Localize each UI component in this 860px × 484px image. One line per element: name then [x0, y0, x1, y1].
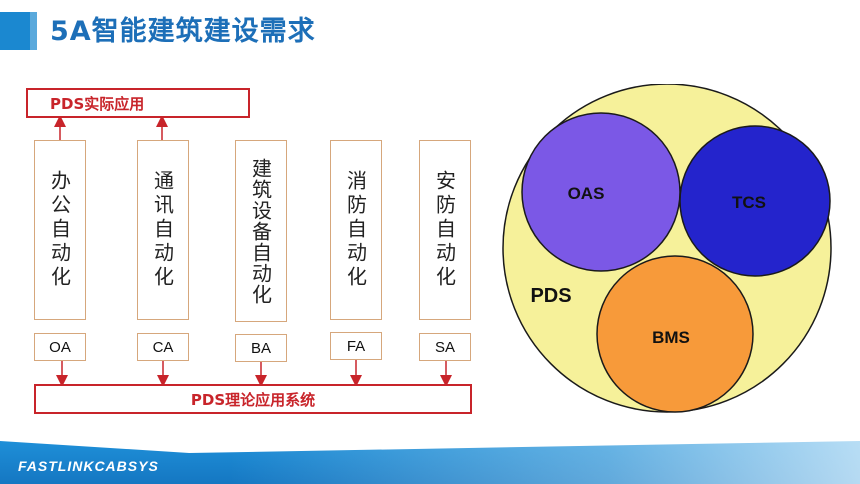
pds-theory-system-label: PDS理论应用系统	[190, 390, 316, 409]
pds-actual-application-label: PDS实际应用	[50, 94, 145, 113]
title-accent-bar	[0, 12, 40, 50]
system-name: 安防自动化	[432, 170, 457, 290]
system-box-building-equipment-automation: 建筑设备自动化	[235, 140, 287, 322]
pds-venn-diagram: OAS TCS PDS BMS	[502, 84, 832, 413]
system-box-security-automation: 安防自动化	[419, 140, 471, 320]
footer-brand: FASTLINKCABSYS	[18, 458, 159, 474]
abbr-box-oa: OA	[34, 333, 86, 361]
system-name: 通讯自动化	[150, 170, 175, 290]
pds-label: PDS	[530, 285, 571, 307]
abbr-label: SA	[434, 338, 455, 356]
system-box-office-automation: 办公自动化	[34, 140, 86, 320]
tcs-circle	[679, 125, 831, 277]
abbr-box-ba: BA	[235, 334, 287, 362]
tcs-label: TCS	[732, 193, 766, 212]
bms-circle	[596, 255, 754, 413]
abbr-label: OA	[49, 338, 71, 356]
pds-actual-application-box: PDS实际应用	[26, 88, 250, 118]
connector-arrows	[54, 115, 452, 387]
abbr-box-ca: CA	[137, 333, 189, 361]
system-box-fire-automation: 消防自动化	[330, 140, 382, 320]
abbr-box-sa: SA	[419, 333, 471, 361]
pds-theory-system-box: PDS理论应用系统	[34, 384, 472, 414]
bms-label: BMS	[652, 328, 690, 347]
system-name: 建筑设备自动化	[248, 157, 273, 305]
system-name: 办公自动化	[47, 170, 72, 290]
system-name: 消防自动化	[343, 170, 368, 290]
abbr-label: CA	[152, 338, 174, 356]
oas-label: OAS	[568, 184, 605, 203]
system-box-communication-automation: 通讯自动化	[137, 140, 189, 320]
page-title: 5A智能建筑建设需求	[50, 16, 316, 47]
abbr-box-fa: FA	[330, 332, 382, 360]
abbr-label: FA	[346, 337, 366, 355]
abbr-label: BA	[250, 339, 271, 357]
